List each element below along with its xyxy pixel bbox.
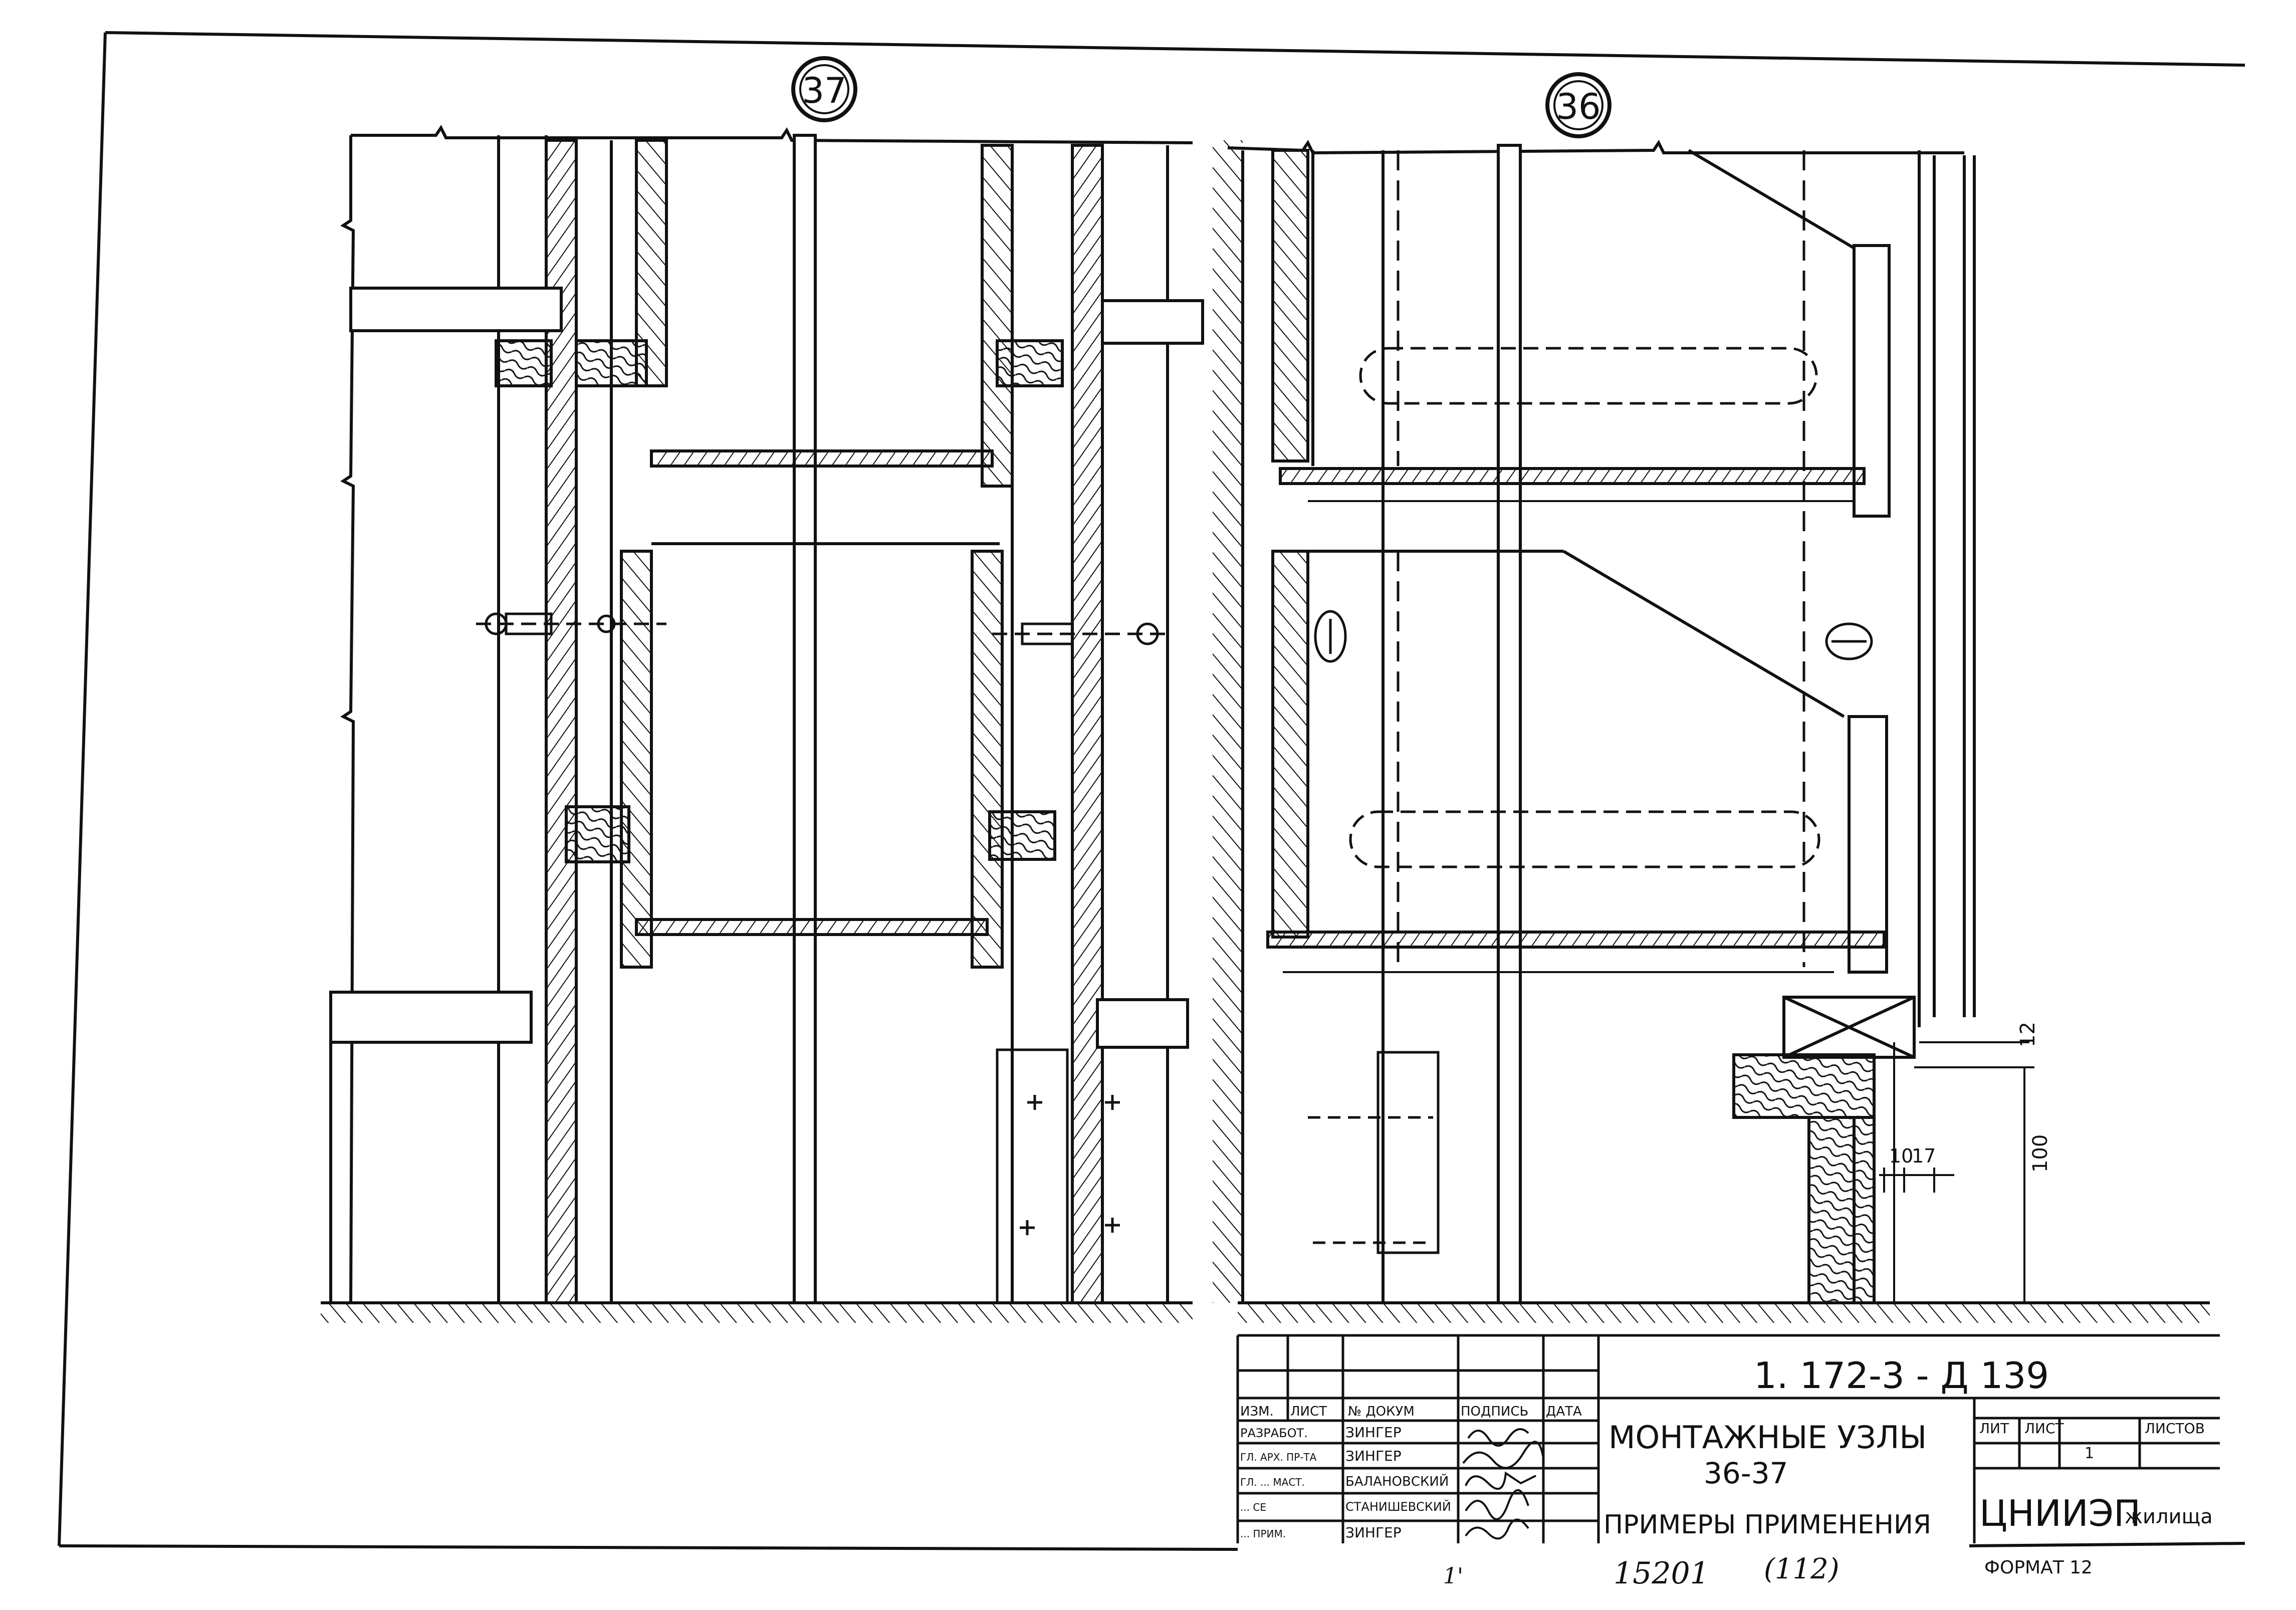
title-block: [1236, 1334, 2220, 1543]
stage-header-lit: ЛИТ: [1979, 1420, 2009, 1437]
node-label-37-text: 37: [802, 70, 846, 111]
inventory-number: 15201: [1614, 1556, 1709, 1591]
header-list: ЛИСТ: [1290, 1404, 1327, 1419]
sheet-number: 1: [2085, 1445, 2094, 1462]
role-5: ... ПРИМ.: [1240, 1528, 1286, 1540]
stage-header-list: ЛИСТ: [2024, 1420, 2064, 1437]
header-date: ДАТА: [1546, 1404, 1582, 1419]
node-label-37: 37: [791, 56, 857, 122]
dim-12: 12: [2016, 1022, 2039, 1047]
dim-10: 10: [1889, 1145, 1913, 1167]
name-5: ЗИНГЕР: [1345, 1524, 1402, 1541]
name-1: ЗИНГЕР: [1345, 1424, 1402, 1441]
header-izm: ИЗМ.: [1240, 1404, 1274, 1419]
title-block-headers: ИЗМ. ЛИСТ № ДОКУМ ПОДПИСЬ ДАТА: [1240, 1404, 1582, 1419]
stage-header-listov: ЛИСТОВ: [2145, 1420, 2205, 1437]
role-2: ГЛ. АРХ. ПР-ТА: [1240, 1451, 1317, 1463]
header-doc: № ДОКУМ: [1348, 1404, 1415, 1419]
role-4: ... СЕ: [1240, 1501, 1266, 1513]
name-3: БАЛАНОВСКИЙ: [1345, 1473, 1449, 1489]
document-code: 1. 172-3 - Д 139: [1754, 1354, 2049, 1397]
title-line-1: МОНТАЖНЫЕ УЗЛЫ: [1609, 1419, 1927, 1456]
role-3: ГЛ. ... МАСТ.: [1240, 1476, 1305, 1488]
name-2: ЗИНГЕР: [1345, 1448, 1402, 1464]
organization-short: ЦНИИЭП: [1979, 1492, 2141, 1534]
dim-100: 100: [2029, 1134, 2052, 1173]
title-line-2: 36-37: [1704, 1456, 1788, 1490]
name-4: СТАНИШЕВСКИЙ: [1345, 1499, 1451, 1514]
sheet-frame: [58, 31, 2245, 1551]
signatures: [1462, 1428, 1544, 1540]
subtitle: ПРИМЕРЫ ПРИМЕНЕНИЯ: [1603, 1510, 1931, 1540]
node-label-36: 36: [1545, 72, 1612, 138]
format-label: ФОРМАТ 12: [1984, 1557, 2093, 1578]
page-number-handwritten: (112): [1764, 1553, 1840, 1585]
title-block-roles: РАЗРАБОТ. ЗИНГЕР ГЛ. АРХ. ПР-ТА ЗИНГЕР Г…: [1240, 1424, 1451, 1541]
organization-suffix: жилища: [2125, 1505, 2213, 1528]
role-1: РАЗРАБОТ.: [1240, 1426, 1308, 1440]
header-signature: ПОДПИСЬ: [1461, 1404, 1528, 1419]
sheet-mark: 1': [1443, 1563, 1463, 1589]
detail-36: [1213, 140, 2210, 1323]
dim-17: 17: [1912, 1145, 1936, 1167]
node-label-36-text: 36: [1556, 86, 1600, 127]
detail-37: [321, 125, 1204, 1323]
